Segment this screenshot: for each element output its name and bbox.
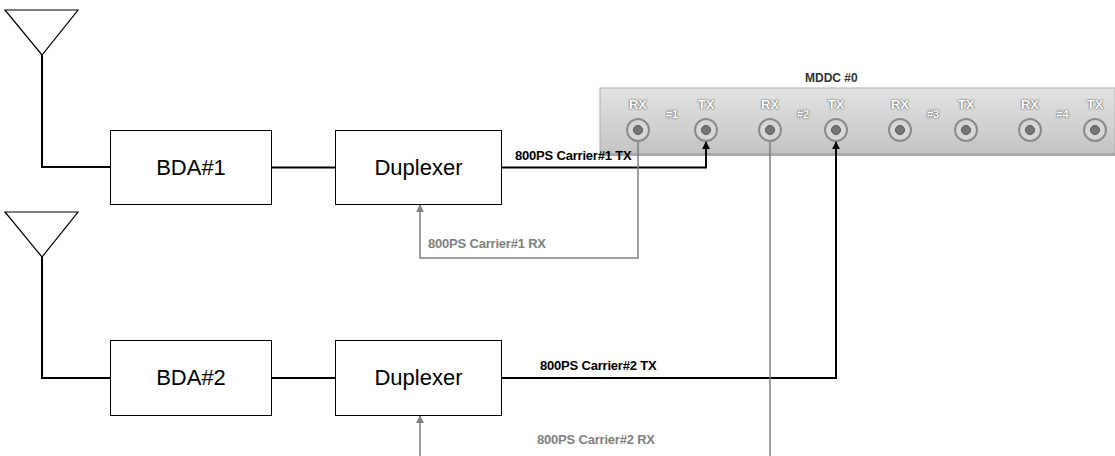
rf-port bbox=[1084, 119, 1106, 141]
port-pin bbox=[702, 126, 711, 135]
signal-line bbox=[272, 377, 335, 379]
port-pin bbox=[634, 126, 643, 135]
port-pin bbox=[962, 126, 971, 135]
port-pin bbox=[1026, 126, 1035, 135]
rf-port bbox=[627, 119, 649, 141]
amplifier-box: BDA#1 bbox=[110, 130, 272, 205]
rf-port bbox=[695, 119, 717, 141]
port-name: RX bbox=[761, 97, 779, 112]
port-name: RX bbox=[629, 97, 647, 112]
box-label: BDA#2 bbox=[156, 365, 226, 391]
signal-label: 800PS Carrier#2 RX bbox=[537, 432, 655, 447]
rf-port bbox=[759, 119, 781, 141]
port-connectors bbox=[627, 119, 1106, 141]
port-name: TX bbox=[828, 97, 845, 112]
port-name: RX bbox=[1021, 97, 1039, 112]
port-number: #2 bbox=[797, 108, 809, 120]
port-name: RX bbox=[891, 97, 909, 112]
port-name: TX bbox=[958, 97, 975, 112]
port-pin bbox=[1091, 126, 1100, 135]
panel-title: MDDC #0 bbox=[805, 71, 858, 85]
mddc-panel: MDDC #0RX#1TXRX#2TXRX#3TXRX#4TX bbox=[600, 88, 1115, 155]
box-label: Duplexer bbox=[374, 365, 462, 391]
signal-label: 800PS Carrier#2 TX bbox=[540, 358, 656, 373]
antenna-wire bbox=[42, 55, 110, 167]
port-pin bbox=[766, 126, 775, 135]
signal-line bbox=[272, 167, 335, 169]
box-label: BDA#1 bbox=[156, 155, 226, 181]
antenna-symbol bbox=[5, 10, 78, 55]
signal-line bbox=[502, 142, 706, 168]
port-pin bbox=[896, 126, 905, 135]
duplexer-box: Duplexer bbox=[335, 130, 502, 205]
rf-port bbox=[889, 119, 911, 141]
amplifier-box: BDA#2 bbox=[110, 340, 272, 416]
rf-port bbox=[955, 119, 977, 141]
rf-port bbox=[825, 119, 847, 141]
antenna-wire bbox=[42, 257, 110, 378]
rf-port bbox=[1019, 119, 1041, 141]
antenna-symbol bbox=[5, 212, 78, 257]
signal-label: 800PS Carrier#1 RX bbox=[428, 236, 546, 251]
port-pin bbox=[832, 126, 841, 135]
port-number: #1 bbox=[666, 108, 678, 120]
port-number: #3 bbox=[927, 108, 939, 120]
duplexer-box: Duplexer bbox=[335, 340, 502, 416]
port-pins bbox=[634, 126, 1100, 135]
port-name: TX bbox=[698, 97, 715, 112]
signal-label: 800PS Carrier#1 TX bbox=[515, 148, 631, 163]
mddc-panel bbox=[600, 88, 1115, 155]
port-number: #4 bbox=[1056, 108, 1068, 120]
signal-line bbox=[502, 142, 836, 378]
port-name: TX bbox=[1087, 97, 1104, 112]
panel-shadow bbox=[600, 153, 1115, 156]
box-label: Duplexer bbox=[374, 155, 462, 181]
